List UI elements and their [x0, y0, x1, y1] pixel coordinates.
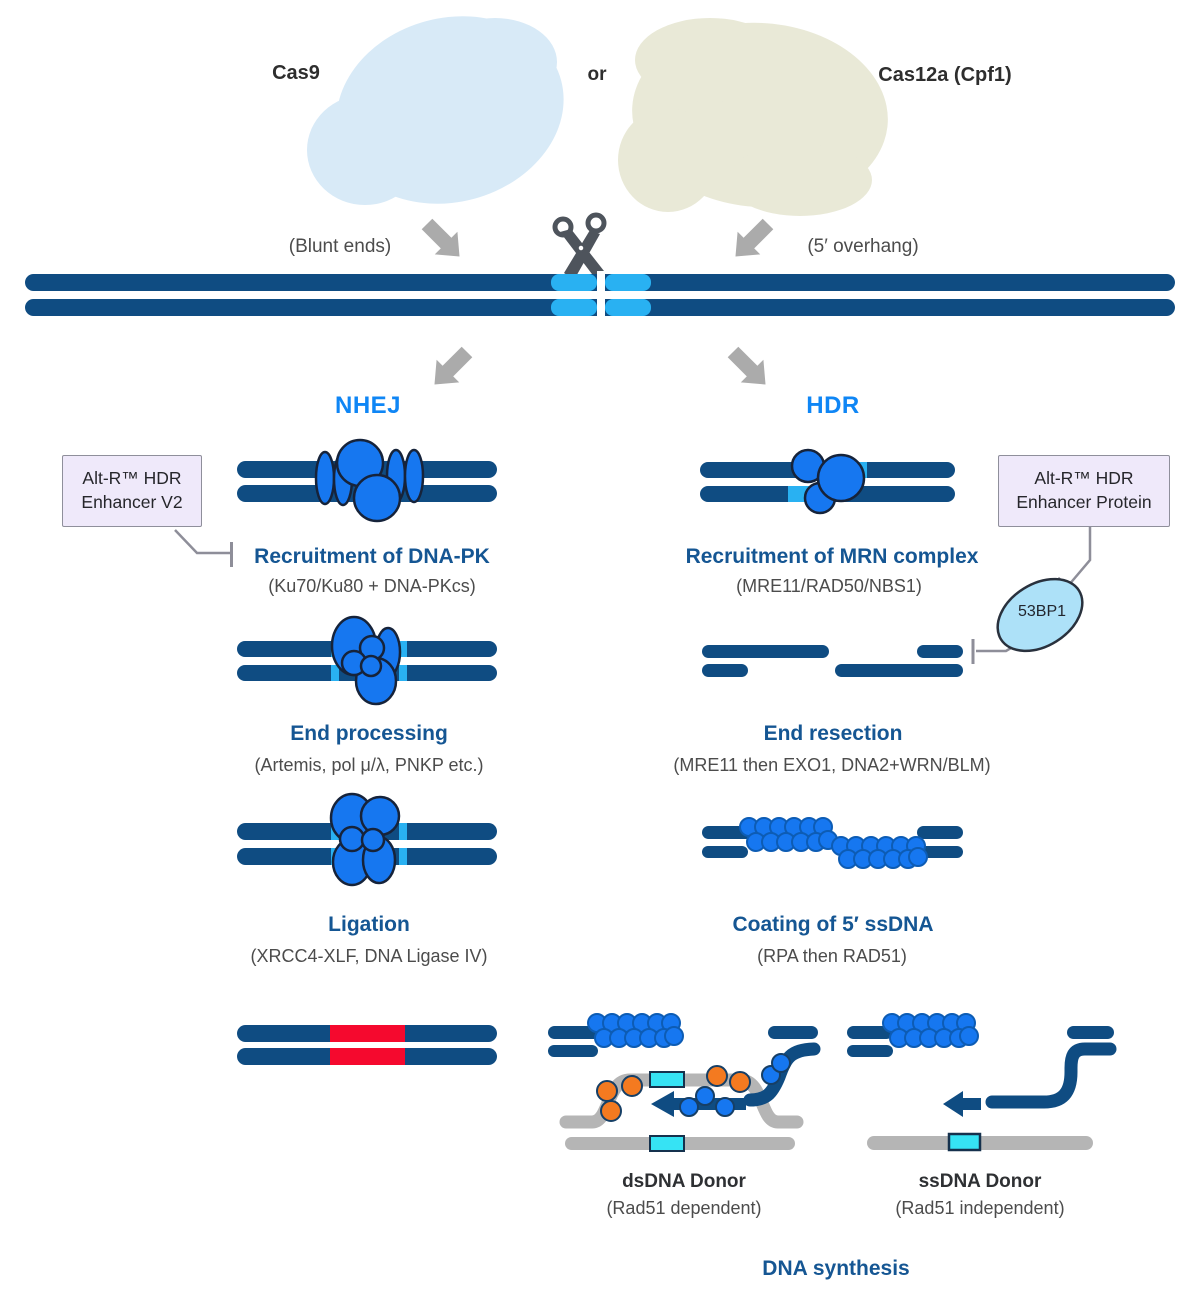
hdr-stage2-title: End resection	[763, 722, 903, 745]
chromosome-graphic	[25, 271, 1175, 319]
ssdna-donor-graphic	[847, 1013, 1117, 1152]
cas9-blob	[307, 16, 564, 205]
nhej-ligation-graphic	[237, 792, 497, 887]
nhej-stage2-sub: (Artemis, pol μ/λ, PNKP etc.)	[254, 755, 484, 775]
enhancer-protein-label: Alt-R™ HDR Enhancer Protein	[1016, 468, 1152, 512]
or-label: or	[587, 64, 607, 85]
cas9-label: Cas9	[272, 62, 320, 84]
p53bp1-label: 53BP1	[1017, 603, 1067, 620]
dna-synthesis-title: DNA synthesis	[762, 1257, 910, 1280]
hdr-stage3-title: Coating of 5′ ssDNA	[732, 913, 934, 936]
dsdna-donor-graphic	[548, 1013, 821, 1152]
arrow-down-left-icon	[735, 218, 774, 257]
hdr-resection-graphic	[702, 645, 963, 677]
hdr-stage3-sub: (RPA then RAD51)	[757, 946, 907, 966]
dsdna-donor-title: dsDNA Donor	[622, 1171, 746, 1192]
ssdna-donor-sub: (Rad51 independent)	[895, 1198, 1065, 1218]
enhancer-protein-box: Alt-R™ HDR Enhancer Protein	[998, 455, 1170, 527]
nhej-result-graphic	[237, 1025, 497, 1065]
scissors-icon	[552, 212, 607, 280]
hdr-stage1-sub: (MRE11/RAD50/NBS1)	[736, 576, 922, 596]
enhancer-v2-box: Alt-R™ HDR Enhancer V2	[62, 455, 202, 527]
hdr-stage2-sub: (MRE11 then EXO1, DNA2+WRN/BLM)	[673, 755, 991, 775]
cas12a-blob	[618, 18, 888, 216]
arrow-down-right-icon	[421, 218, 460, 257]
p53bp1-blob	[996, 577, 1084, 653]
hdr-title: HDR	[806, 392, 860, 419]
enhancer-v2-inhibition-line	[174, 529, 233, 567]
nhej-stage3-title: Ligation	[328, 913, 410, 936]
overhang-label: (5′ overhang)	[807, 236, 919, 257]
nhej-dnapk-graphic	[237, 438, 497, 523]
blunt-ends-label: (Blunt ends)	[288, 236, 392, 257]
hdr-mrn-graphic	[700, 448, 955, 515]
ssdna-donor-title: ssDNA Donor	[918, 1171, 1042, 1192]
nhej-stage1-title: Recruitment of DNA-PK	[254, 545, 490, 568]
nhej-stage2-title: End processing	[290, 722, 448, 745]
nhej-endprocessing-graphic	[237, 615, 497, 706]
arrow-to-nhej-icon	[434, 346, 473, 385]
nhej-stage1-sub: (Ku70/Ku80 + DNA-PKcs)	[268, 576, 476, 596]
hdr-coating-graphic	[702, 817, 963, 869]
nhej-stage3-sub: (XRCC4-XLF, DNA Ligase IV)	[250, 946, 488, 966]
arrow-to-hdr-icon	[727, 346, 766, 385]
dsdna-donor-sub: (Rad51 dependent)	[606, 1198, 762, 1218]
enhancer-v2-label: Alt-R™ HDR Enhancer V2	[81, 468, 183, 512]
nhej-title: NHEJ	[334, 392, 402, 419]
cas12a-label: Cas12a (Cpf1)	[878, 64, 1012, 86]
hdr-stage1-title: Recruitment of MRN complex	[685, 545, 979, 568]
